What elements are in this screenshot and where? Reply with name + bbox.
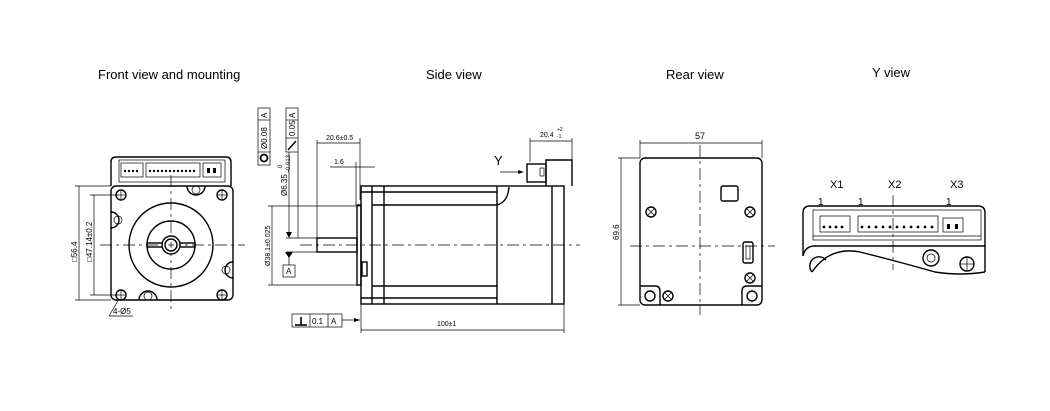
- shaft-dia-dim: Ø6.35: [280, 174, 289, 196]
- rear-width-dim: 57: [695, 131, 705, 141]
- shaft-length-dim: 20.6±0.5: [326, 135, 353, 142]
- y-view-title: Y view: [872, 65, 911, 80]
- connector-length-lower: -1: [557, 134, 562, 140]
- runout-frame: 0.05 A: [285, 107, 299, 153]
- perp-tol: 0.1: [312, 317, 324, 326]
- connector-x1-label: X1: [830, 179, 843, 191]
- front-view: □56.4 □47.14±0.2 4-Ø5: [70, 156, 245, 317]
- side-view-title: Side view: [426, 67, 482, 82]
- concentricity-datum: A: [260, 112, 269, 118]
- concentricity-tol: Ø0.08: [260, 127, 269, 149]
- front-connector-pins: [123, 168, 216, 173]
- side-view: Ø0.08 A 0.05 A Ø6.35 0 -0.013 Ø38.1±0.02…: [257, 107, 580, 333]
- front-view-title: Front view and mounting: [98, 67, 241, 82]
- pilot-depth-dim: 1.6: [334, 159, 344, 166]
- mounting-holes-dim: 4-Ø5: [113, 307, 131, 316]
- pilot-dia-dim: Ø38.1±0.025: [265, 225, 272, 266]
- x1-pin1-label: 1: [818, 197, 824, 208]
- hole-pitch-dim: □47.14±0.2: [85, 221, 94, 262]
- connector-x2-label: X2: [888, 179, 901, 191]
- y-view: X1 X2 X3 1 1 1: [802, 179, 986, 275]
- view-y-arrow-label: Y: [494, 153, 503, 168]
- concentricity-frame: Ø0.08 A: [257, 107, 271, 166]
- y-connector-pins: [822, 224, 958, 229]
- connector-length-dim: 20.4: [540, 132, 554, 139]
- connector-length-upper: +2: [557, 127, 563, 133]
- rear-view: 57 69.6: [612, 131, 775, 315]
- screw-icon: [645, 206, 756, 302]
- connector-x3-label: X3: [950, 179, 963, 191]
- screw-icon: [110, 185, 234, 301]
- runout-tol: 0.05: [288, 120, 297, 136]
- x2-pin1-label: 1: [858, 197, 864, 208]
- datum-a-label: A: [286, 267, 292, 276]
- perp-datum: A: [331, 317, 337, 326]
- rear-view-title: Rear view: [666, 67, 724, 82]
- rear-height-dim: 69.6: [612, 224, 621, 240]
- perpendicularity-frame: 0.1 A: [291, 313, 360, 328]
- outer-square-dim: □56.4: [70, 241, 79, 262]
- shaft-dia-upper: 0: [278, 164, 284, 168]
- body-length-dim: 100±1: [437, 321, 457, 328]
- runout-datum: A: [288, 112, 297, 118]
- x3-pin1-label: 1: [946, 197, 952, 208]
